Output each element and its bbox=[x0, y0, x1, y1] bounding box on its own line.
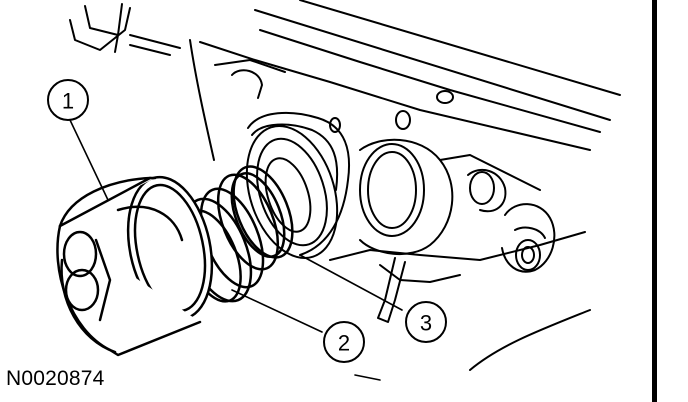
leader-lines bbox=[69, 119, 403, 381]
leader-line-3 bbox=[299, 254, 403, 311]
callout-2: 2 bbox=[323, 321, 365, 363]
callout-3: 3 bbox=[405, 301, 447, 343]
callout-3-number: 3 bbox=[420, 311, 432, 336]
callout-1-number: 1 bbox=[62, 89, 74, 114]
housing-casting bbox=[69, 0, 621, 371]
callout-2-number: 2 bbox=[338, 331, 350, 356]
figure-id-label: N0020874 bbox=[6, 367, 105, 390]
leader-line-2 bbox=[231, 289, 323, 333]
seat-ring bbox=[245, 125, 339, 259]
frame-border bbox=[652, 0, 657, 402]
callout-1: 1 bbox=[47, 79, 89, 121]
leader-line-1 bbox=[69, 119, 109, 201]
piston-illustration bbox=[56, 175, 214, 357]
